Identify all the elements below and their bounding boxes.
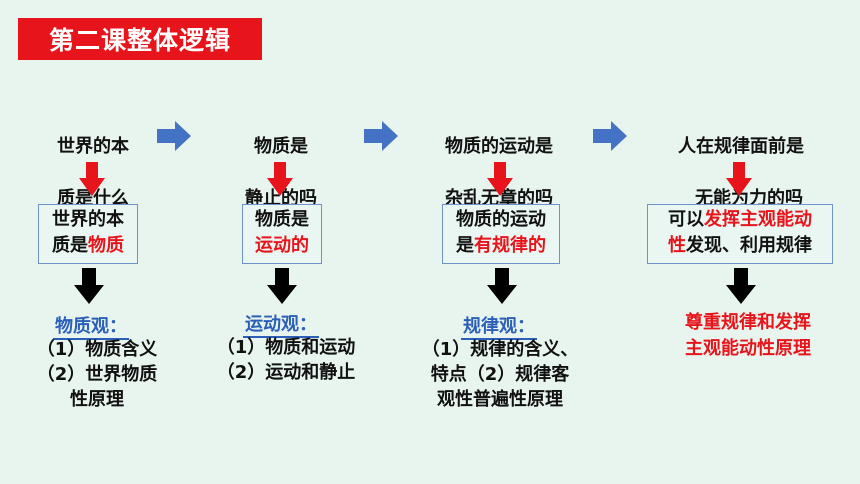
- page-title: 第二课整体逻辑: [18, 18, 262, 60]
- details-2-line-2: （2）运动和静止: [216, 362, 356, 383]
- details-3-line-1: （1）规律的含义、: [421, 339, 579, 360]
- question-2-line-1: 物质是: [254, 136, 308, 157]
- question-2: 物质是 静止的吗: [226, 108, 336, 238]
- details-1: （1）物质含义 （2）世界物质 性原理: [22, 337, 172, 412]
- question-4-line-1: 人在规律面前是: [678, 136, 804, 157]
- view-title-2: 运动观：: [226, 310, 336, 338]
- view-title-3: 规律观：: [444, 312, 554, 340]
- details-3-line-3: 观性普遍性原理: [437, 389, 563, 410]
- question-3-line-2: 杂乱无章的吗: [445, 188, 553, 209]
- answer-box-2: 物质是 运动的: [242, 204, 322, 264]
- question-1-line-2: 质是什么: [57, 188, 129, 209]
- answer-4-line-2: 性发现、利用规律: [668, 235, 812, 256]
- answer-1-line-2: 质是物质: [52, 235, 124, 256]
- answer-2-line-2: 运动的: [255, 235, 309, 256]
- question-4-line-2: 无能为力的吗: [695, 188, 803, 209]
- details-1-line-3: 性原理: [70, 389, 124, 410]
- answer-box-1: 世界的本 质是物质: [38, 204, 138, 264]
- red-down-arrow-2: [267, 162, 293, 196]
- conclusion: 尊重规律和发挥 主观能动性原理: [660, 310, 836, 362]
- black-down-arrow-4: [726, 268, 756, 304]
- question-1-line-1: 世界的本: [57, 136, 129, 157]
- answer-3-line-2: 是有规律的: [456, 235, 546, 256]
- answer-2-line-1: 物质是: [255, 209, 309, 230]
- details-2-line-1: （1）物质和运动: [216, 337, 356, 358]
- red-down-arrow-4: [726, 162, 752, 196]
- red-down-arrow-3: [487, 162, 513, 196]
- blue-right-arrow-1: [157, 121, 191, 151]
- answer-4-line-1: 可以发挥主观能动: [668, 209, 812, 230]
- view-title-1: 物质观：: [36, 312, 146, 340]
- details-1-line-1: （1）物质含义: [36, 339, 158, 360]
- question-2-line-2: 静止的吗: [245, 188, 317, 209]
- answer-1-line-1: 世界的本: [52, 209, 124, 230]
- black-down-arrow-1: [74, 268, 104, 304]
- blue-right-arrow-2: [364, 121, 398, 151]
- black-down-arrow-3: [487, 268, 517, 304]
- conclusion-line-2: 主观能动性原理: [685, 338, 811, 359]
- details-2: （1）物质和运动 （2）运动和静止: [204, 335, 368, 385]
- conclusion-line-1: 尊重规律和发挥: [685, 312, 811, 333]
- details-3: （1）规律的含义、 特点（2）规律客 观性普遍性原理: [410, 337, 590, 412]
- question-3-line-1: 物质的运动是: [445, 136, 553, 157]
- answer-box-3: 物质的运动 是有规律的: [442, 204, 560, 264]
- question-3: 物质的运动是 杂乱无章的吗: [424, 108, 574, 238]
- blue-right-arrow-3: [593, 121, 627, 151]
- red-down-arrow-1: [79, 162, 105, 196]
- question-4: 人在规律面前是 无能为力的吗: [652, 108, 830, 238]
- details-1-line-2: （2）世界物质: [36, 364, 158, 385]
- answer-3-line-1: 物质的运动: [456, 209, 546, 230]
- question-1: 世界的本 质是什么: [38, 108, 148, 238]
- details-3-line-2: 特点（2）规律客: [430, 364, 570, 385]
- answer-box-4: 可以发挥主观能动 性发现、利用规律: [647, 204, 833, 264]
- black-down-arrow-2: [267, 268, 297, 304]
